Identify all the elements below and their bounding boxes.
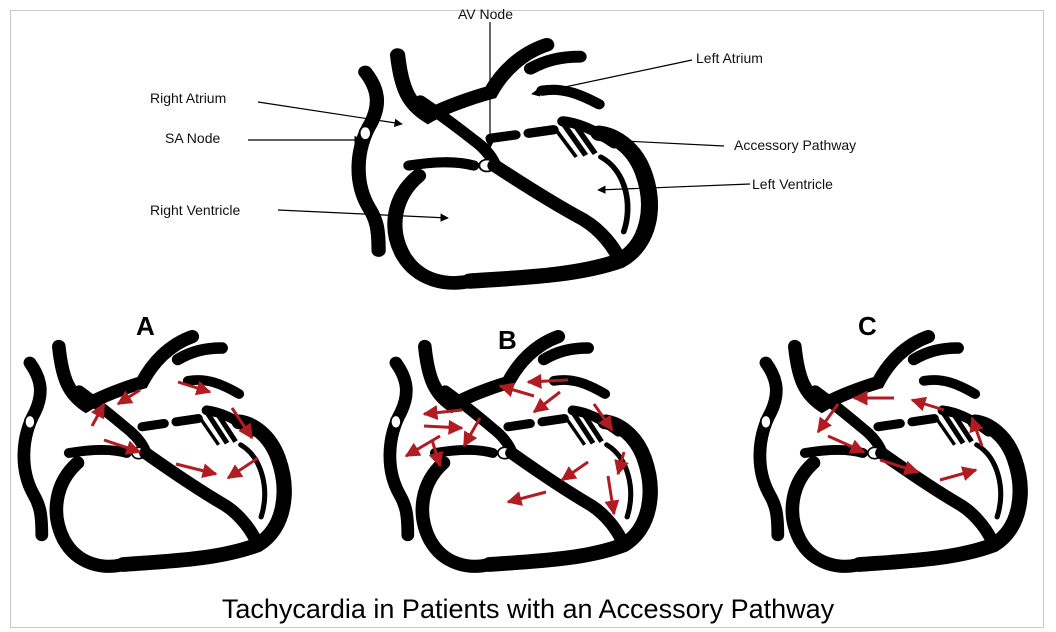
panel-letter-b: B <box>498 326 517 354</box>
figure-caption: Tachycardia in Patients with an Accessor… <box>0 593 1056 625</box>
panel-letter-a: A <box>136 312 155 340</box>
arrow-b1 <box>528 380 568 382</box>
right-ventricle-label: Right Ventricle <box>150 202 240 218</box>
heart-panel-c <box>760 337 1020 567</box>
heart-panel-a <box>24 337 284 567</box>
arrow-b13 <box>508 492 546 502</box>
arrow-b5 <box>424 426 462 428</box>
arrow-b4 <box>424 410 462 414</box>
arrow-c7 <box>940 470 976 480</box>
right-atrium-label: Right Atrium <box>150 90 226 106</box>
heart-panel-b <box>390 337 650 567</box>
left-atrium-label: Left Atrium <box>696 50 763 66</box>
main-heart <box>359 45 650 283</box>
arrow-a7 <box>228 458 258 478</box>
arrow-c2 <box>912 400 944 410</box>
sa-node-label: SA Node <box>165 130 220 146</box>
arrow-b11 <box>608 476 614 514</box>
panel-letter-c: C <box>858 312 877 340</box>
accessory-pathway-label: Accessory Pathway <box>734 137 856 153</box>
arrow-b6 <box>464 418 480 446</box>
label-leaders <box>248 22 750 218</box>
av-node-label: AV Node <box>458 6 513 22</box>
arrow-b3 <box>534 392 560 412</box>
arrow-b12 <box>562 462 588 480</box>
arrow-b2 <box>500 386 534 396</box>
left-ventricle-label: Left Ventricle <box>752 176 833 192</box>
